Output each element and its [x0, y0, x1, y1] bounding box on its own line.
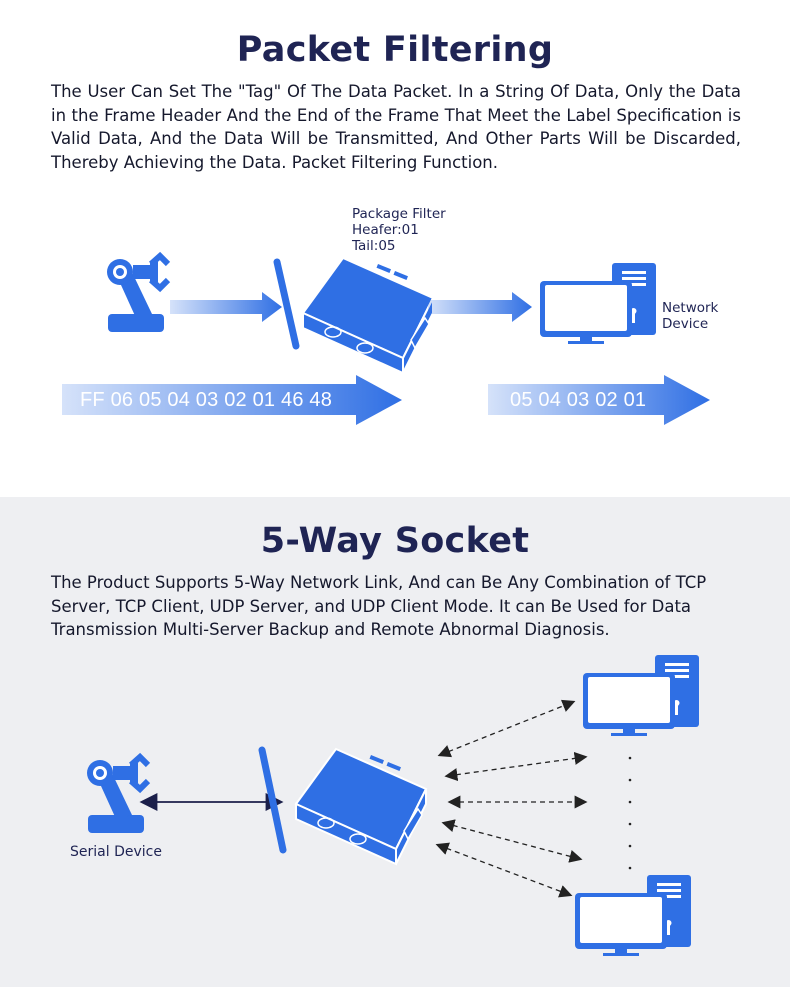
- link-2: [444, 751, 588, 782]
- link-1: [437, 699, 576, 758]
- packet-filtering-section: Packet Filtering The User Can Set The "T…: [51, 0, 741, 425]
- network-device-label: Network Device: [662, 300, 718, 332]
- section-description: The User Can Set The "Tag" Of The Data P…: [51, 82, 741, 172]
- link-4: [441, 819, 583, 863]
- filter-label-title: Package Filter: [352, 206, 446, 222]
- ellipsis-dots: [628, 756, 632, 870]
- packet-filter-diagram: [62, 0, 710, 425]
- section-title: Packet Filtering: [236, 30, 554, 70]
- section-title: 5-Way Socket: [260, 521, 530, 561]
- input-data-arrow: [62, 375, 402, 425]
- section-description: The Product Supports 5-Way Network Link,…: [51, 573, 707, 639]
- link-5: [435, 842, 573, 898]
- robot-arm-icon: [87, 757, 148, 833]
- flow-arrow: [170, 292, 282, 322]
- socket-diagram: [0, 655, 699, 956]
- computer-icon: [540, 263, 656, 344]
- antenna-icon: [273, 258, 300, 350]
- network-links: [435, 699, 588, 898]
- output-data-arrow: [488, 375, 710, 425]
- output-data-text: 05 04 03 02 01: [510, 389, 647, 411]
- filter-header: Heafer:01: [352, 222, 419, 238]
- gateway-device-icon: [295, 748, 427, 865]
- server-computer-icon: [575, 875, 691, 956]
- gateway-device-icon: [302, 257, 434, 374]
- five-way-socket-section: 5-Way Socket The Product Supports 5-Way …: [0, 497, 790, 987]
- antenna-icon: [258, 746, 287, 854]
- filter-tail: Tail:05: [352, 238, 396, 254]
- network-device-line2: Device: [662, 316, 709, 332]
- serial-device-label: Serial Device: [70, 844, 162, 860]
- flow-arrow: [428, 292, 532, 322]
- input-data-text: FF 06 05 04 03 02 01 46 48: [80, 389, 333, 411]
- network-device-line1: Network: [662, 300, 719, 316]
- server-computer-icon: [583, 655, 699, 736]
- robot-arm-icon: [107, 256, 168, 332]
- filter-label: Package Filter Heafer:01 Tail:05: [352, 206, 446, 254]
